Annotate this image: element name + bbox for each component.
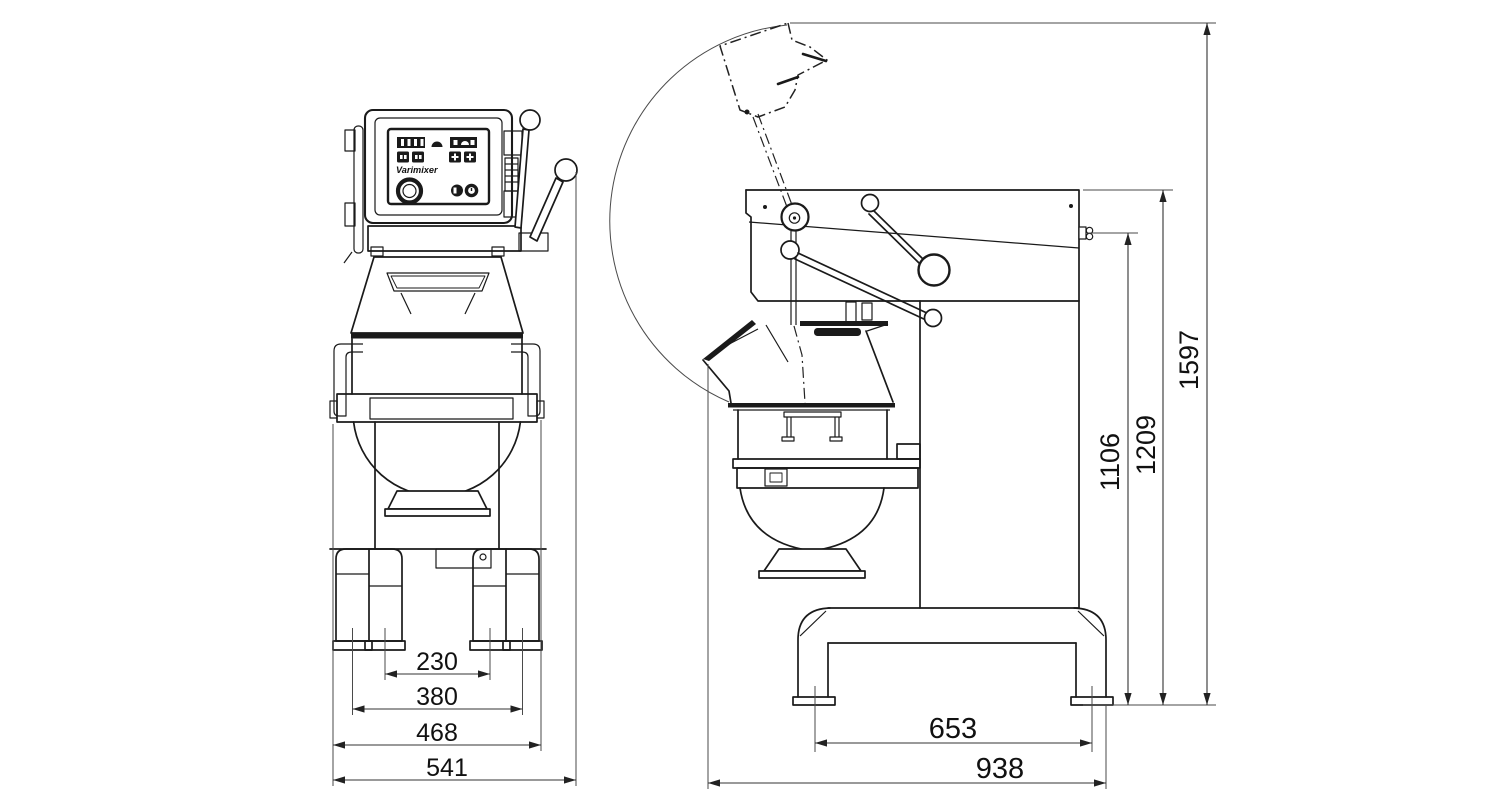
side-view-dimensions: 653 938 1106 1209 1597 [707,22,1216,789]
screw-right [1069,204,1073,208]
bowl-front [352,421,522,517]
base-front [329,548,547,651]
bowl-guard-front [333,338,541,417]
screw-left [763,205,767,209]
timer-icon [451,184,463,197]
bowl-lift-lever [529,158,578,242]
speed-display [397,137,425,148]
panel-base-plate [367,225,549,257]
bowl-side [739,487,885,579]
right-hook [511,343,541,417]
mixer-head [745,189,1094,609]
front-view: Varimixer [329,108,578,786]
linkage-joint [780,240,800,260]
rear-handle-bolt [1078,226,1094,241]
attachment-hub [861,302,873,321]
bowl-icon [431,141,443,147]
bowl-lift-knob [554,158,578,182]
bowl-support-ring [329,393,545,423]
dim-label-230: 230 [416,648,458,676]
speed-knob-side [860,193,880,213]
dim-label-541: 541 [426,754,468,782]
bowl-support-arm [732,443,921,489]
dim-label-1209: 1209 [1131,415,1161,475]
panel-left-mount [343,125,364,264]
bowl-rim-side [737,409,888,460]
timer-display [450,137,477,148]
bowl-lift-lever-side [794,252,943,328]
base-hole [479,553,487,561]
speed-lever-side [860,193,951,287]
planetary-shaft [845,301,857,323]
varimixer-logo: Varimixer [396,165,438,175]
front-view-dimensions: 230 380 468 541 [332,172,577,786]
dim-label-380: 380 [416,683,458,711]
speed-lever-knob [519,109,541,131]
speed-knob [395,177,424,205]
panel-buttons [397,151,476,163]
panel-face [386,127,491,206]
bowl-lift-knob-side [923,308,943,328]
side-view: 653 938 1106 1209 1597 [609,22,1216,789]
left-hook [333,343,363,417]
front-foot [792,696,836,706]
phantom-lid-raised [719,22,828,208]
clock-icon [464,183,479,198]
hopper-front [350,256,524,339]
hand-wheel [917,253,951,287]
dim-label-938: 938 [976,753,1024,785]
dim-label-468: 468 [416,719,458,747]
speed-knob-center [402,183,417,199]
dim-label-653: 653 [929,713,977,745]
dim-label-1106: 1106 [1095,433,1125,491]
dim-label-1597: 1597 [1174,330,1204,390]
speed-lever [514,109,541,229]
lid-swing-arc [609,24,788,403]
hopper-side [702,320,895,411]
control-panel: Varimixer [363,108,514,225]
base-side [792,607,1114,706]
chute-lip [703,320,756,361]
